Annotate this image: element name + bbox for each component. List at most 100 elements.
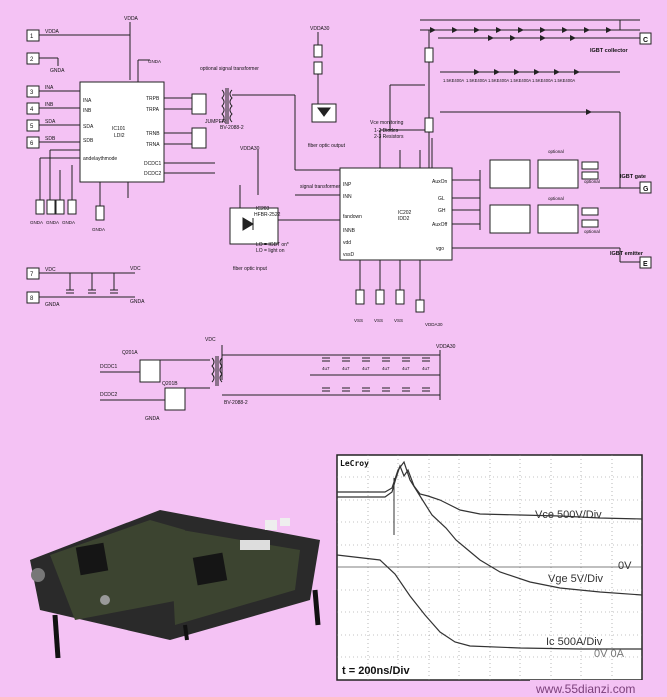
vdda30-bottom: VDDA30 (425, 322, 443, 327)
output-stage (489, 159, 599, 234)
vdda30-label-left: VDDA30 (240, 146, 260, 152)
vce-trace (337, 464, 643, 520)
jumper-101 (191, 93, 207, 149)
fiber-input-labels: IC203 HFBR-2522 LO = IGBT on* LO = light… (233, 146, 353, 272)
diode-label-6: 1.5KE400A (554, 78, 575, 83)
ic202-bottom-parts (355, 289, 425, 313)
ic101-part: LDI2 (114, 133, 125, 139)
signal-transformer (221, 88, 296, 170)
pcb-photo (30, 510, 321, 659)
igbt-collector-label: IGBT collector (590, 48, 628, 54)
connector-8-num: 8 (30, 296, 34, 302)
ic101-pin-trpb: TRPB (146, 96, 160, 102)
ic101-pin-trnb: TRNB (146, 131, 160, 137)
vdc-labels: VDC GNDA (130, 266, 145, 305)
pin-g: G (643, 186, 649, 193)
collector-diode-labels: 1.5KE400A 1.5KE400A 1.5KE400A 1.5KE400A … (443, 78, 575, 83)
connector-1-num: 1 (30, 34, 34, 40)
connector-3-num: 3 (30, 90, 34, 96)
dcdc-section (100, 345, 441, 411)
ic101-pin-ina: INA (83, 98, 92, 104)
label-vce: Vce 500V/Div (535, 509, 602, 521)
ic101 (79, 81, 165, 183)
diode-label-3: 1.5KE400A (488, 78, 509, 83)
connector-3-label: INA (45, 85, 54, 91)
connector-1-label: VDDA (45, 29, 60, 35)
lo-light-note: LO = light on (256, 248, 285, 254)
connector-5-num: 5 (30, 124, 34, 130)
diodes-option: 1-2 Diodes (374, 128, 399, 134)
label-vge: Vge 5V/Div (548, 573, 604, 585)
gnda-r103: GNDA (92, 227, 105, 232)
collector-diode-top-row (420, 19, 640, 113)
ic101-labels: IC101 LDI2 INA INB SDA SDB andelaythmode… (83, 96, 161, 177)
dcdc-capacitors (322, 357, 430, 392)
ic202-pin-vssd: vssD (343, 252, 355, 258)
optional-label-4: optional (584, 229, 600, 234)
vge-trace (337, 460, 643, 596)
label-ic: Ic 500A/Div (546, 636, 603, 648)
vdda-label-top: VDDA (124, 16, 139, 22)
cap-val-5: 4u7 (402, 366, 410, 371)
watermark: www.55dianzi.com (530, 680, 667, 697)
ic203-part: HFBR-2522 (254, 212, 281, 218)
watermark-text: www.55dianzi.com (535, 682, 635, 696)
vss-r209: VSS (394, 318, 403, 323)
igbt-terminal-wires (600, 37, 640, 263)
fiber-input-label: fiber optic input (233, 266, 268, 272)
igbt-emitter-label: IGBT emitter (610, 251, 644, 257)
jumper-label: JUMPER (205, 119, 226, 125)
ic202-pin-innb: INNB (343, 228, 356, 234)
transformer-input-label: signal transformer input (300, 184, 353, 190)
vce-monitor (389, 30, 434, 168)
ic202-pin-vgo: vgo (436, 246, 444, 252)
ic101-pin-inb: INB (83, 108, 92, 114)
connector-block (26, 22, 135, 304)
ic202-pin-inn: INN (343, 194, 352, 200)
connector-7-num: 7 (30, 272, 34, 278)
collector-diode-glyphs (430, 27, 612, 115)
ic101-ref: IC101 (112, 126, 126, 132)
connector-numbers: 1 2 3 4 5 6 7 8 VDDA GNDA INA INB SDA SD… (30, 16, 139, 308)
ic202-pin-gh: GH (438, 208, 446, 214)
vdc-label-right: VDC (130, 266, 141, 272)
vss-r207: VSS (354, 318, 363, 323)
ic202-pin-auxoff: AuxOff (432, 222, 448, 228)
ic202-pin-auxon: AuxOn (432, 179, 448, 185)
ic-trace (336, 554, 642, 650)
scope-labels: LeCroy Vce 500V/Div Vge 5V/Div 0V Ic 500… (340, 459, 632, 677)
fiber-input-block (229, 150, 340, 245)
dcdc-labels: DCDC1 DCDC2 Q201A Q201B GNDA VDC VDDA30 … (100, 337, 456, 422)
cap-val-3: 4u7 (362, 366, 370, 371)
gnda-r105: GNDA (46, 220, 59, 225)
gnda-r106: GNDA (62, 220, 75, 225)
vdda30-dcdc: VDDA30 (436, 344, 456, 350)
pin-e: E (643, 261, 648, 268)
gnda-label-right: GNDA (130, 299, 145, 305)
connector-4-label: INB (45, 102, 54, 108)
ic101-wires (39, 59, 215, 220)
ic202-pin-gl: GL (438, 196, 445, 202)
q201a-label: Q201A (122, 350, 138, 356)
cap-val-2: 4u7 (342, 366, 350, 371)
transformer-part-dcdc: BV-2088-2 (224, 400, 248, 406)
connector-4-num: 4 (30, 107, 34, 113)
ic202-pin-inp: INP (343, 182, 352, 188)
ic101-pin-dcdc2: DCDC2 (144, 171, 161, 177)
ic203-ref: IC203 (256, 206, 270, 212)
fiber-output-label: fiber optic output (308, 143, 346, 149)
ic202-wires (359, 129, 620, 300)
igbt-terminal-labels: C G E IGBT collector IGBT gate IGBT emit… (590, 37, 649, 268)
connector-2-num: 2 (30, 57, 34, 63)
ic202-labels: IC202 IDD2 INP INN fandown INNB vdd vssD… (343, 179, 448, 258)
resistors-option: 2-3 Resistors (374, 134, 404, 140)
diode-label-4: 1.5KE400A (510, 78, 531, 83)
timebase-label: t = 200ns/Div (342, 665, 410, 677)
ic101-pin-sdb: SDB (83, 138, 94, 144)
cap-val-6: 4u7 (422, 366, 430, 371)
fiber-output-block (311, 32, 337, 123)
diode-label-5: 1.5KE400A (532, 78, 553, 83)
fiber-output-labels: VDDA30 fiber optic output (308, 26, 346, 149)
